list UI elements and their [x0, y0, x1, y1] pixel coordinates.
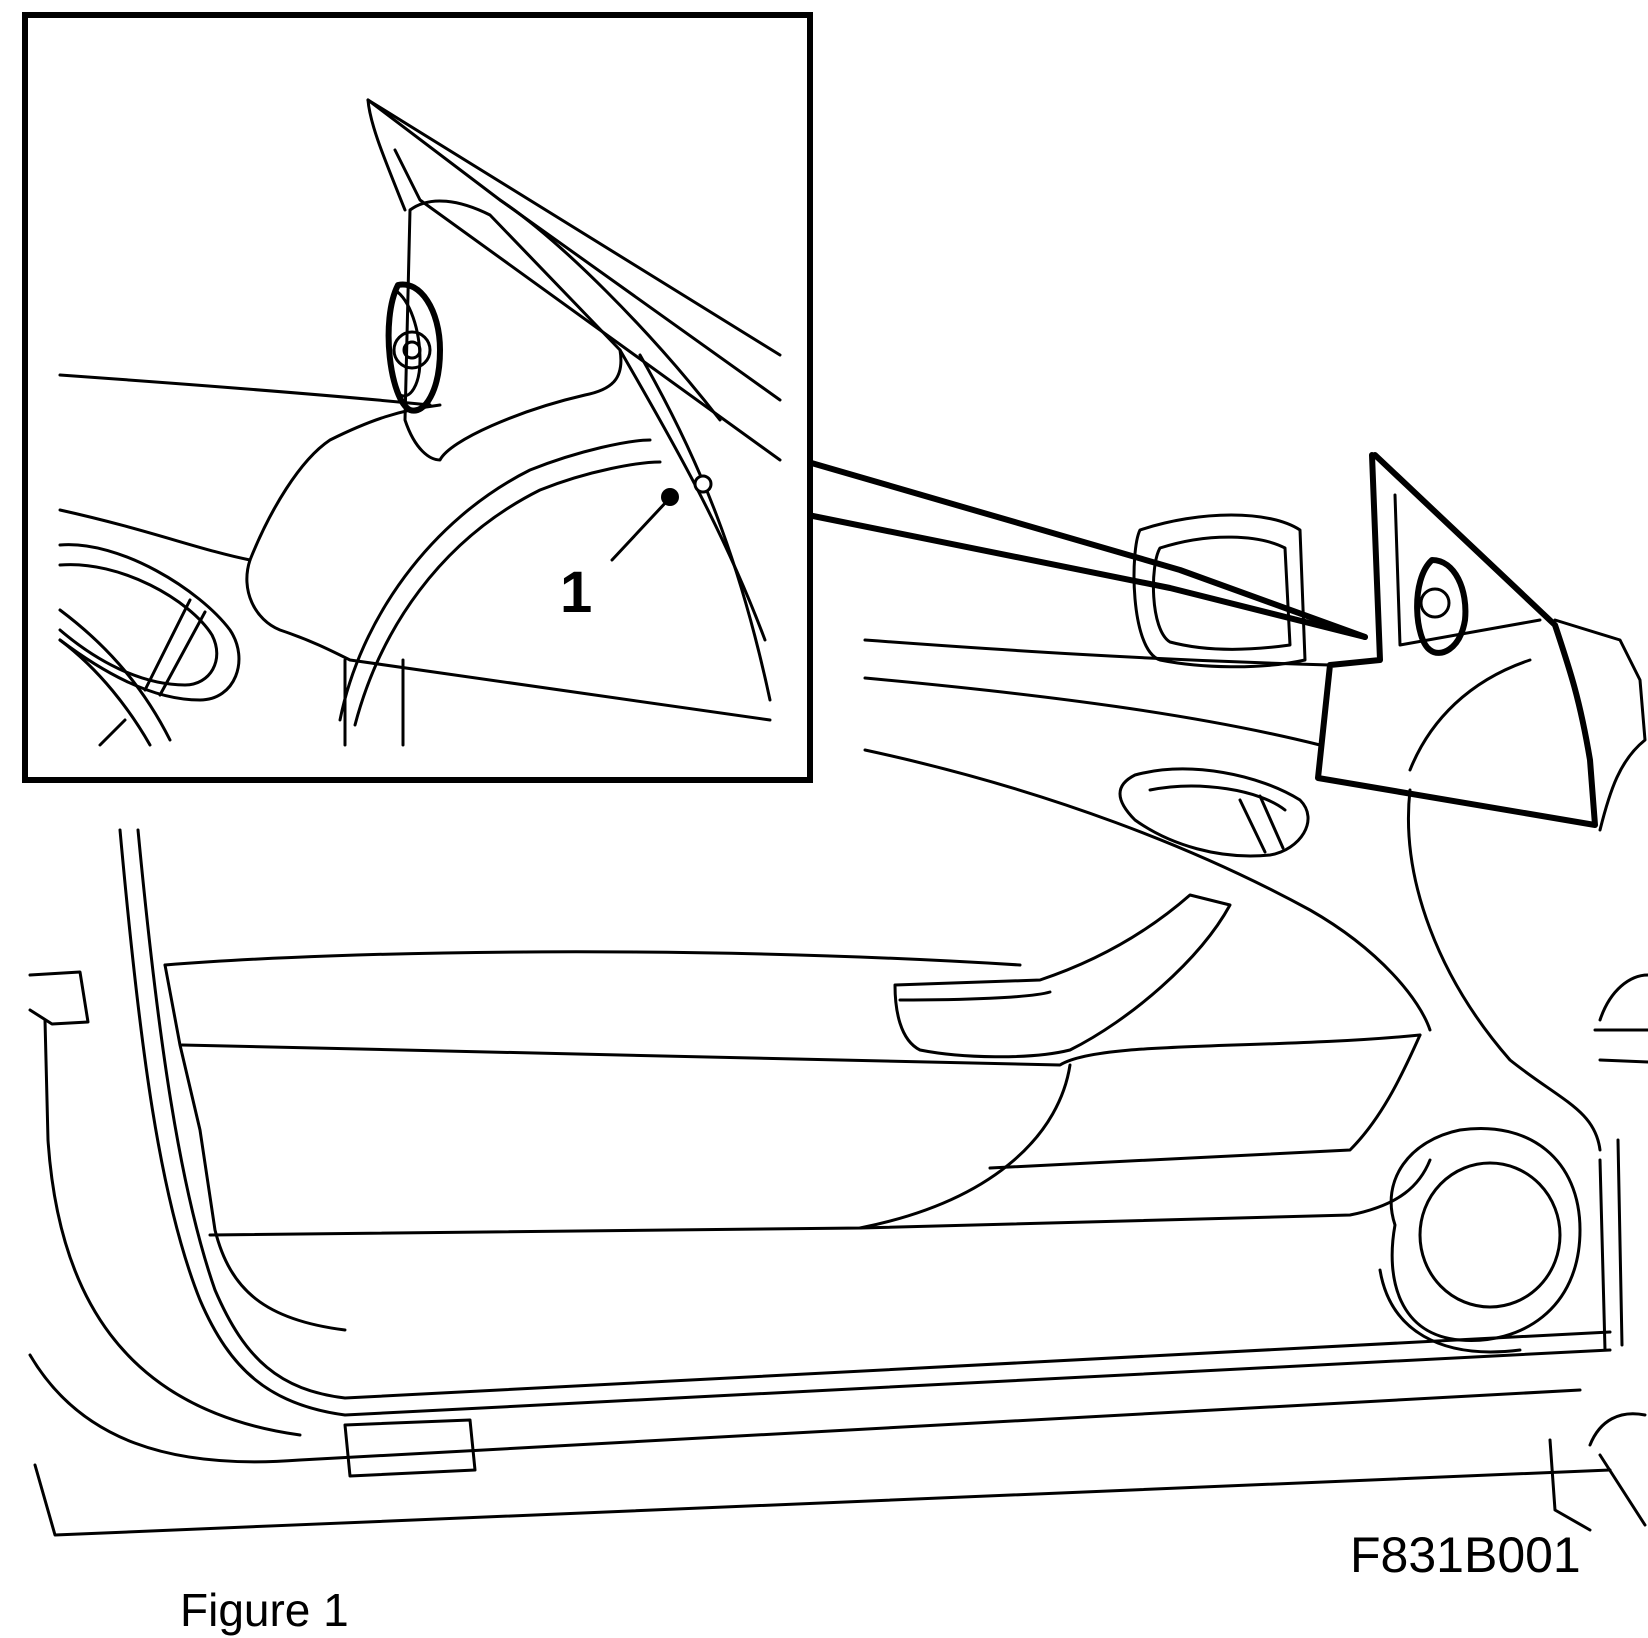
magnifier-leader-lines: [805, 459, 1368, 640]
figure-code: F831B001: [1350, 1527, 1581, 1583]
callout-leader: [610, 498, 670, 562]
callout-number: 1: [560, 560, 592, 625]
figure-caption: Figure 1: [180, 1584, 349, 1636]
door-panel-illustration: [28, 452, 1648, 1537]
